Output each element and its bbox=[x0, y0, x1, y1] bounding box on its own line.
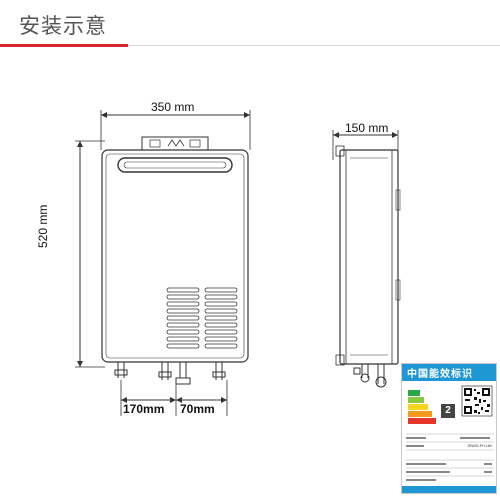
front-unit-body bbox=[101, 149, 249, 363]
energy-grade-number: 2 bbox=[441, 404, 455, 418]
bottom-left-spacing-label: 170mm bbox=[123, 402, 165, 416]
energy-label-header: 中国能效标识 bbox=[402, 364, 496, 381]
side-bottom-fittings bbox=[353, 364, 387, 388]
bottom-right-spacing-label: 70mm bbox=[180, 402, 215, 416]
front-width-label: 350 mm bbox=[151, 100, 195, 114]
qr-code-icon bbox=[461, 385, 493, 417]
energy-efficiency-label: 中国能效标识 bbox=[401, 363, 497, 494]
energy-grade-scale bbox=[408, 390, 436, 424]
energy-label-title: 中国能效标识 bbox=[407, 369, 473, 380]
title-divider bbox=[0, 45, 500, 46]
side-depth-label: 150 mm bbox=[345, 121, 389, 135]
energy-label-model: JSW32-PH-16K bbox=[467, 444, 492, 448]
page-title: 安装示意 bbox=[19, 14, 107, 38]
energy-label-footer bbox=[402, 486, 496, 493]
front-top-window bbox=[117, 157, 233, 173]
energy-label-graphics bbox=[406, 385, 494, 481]
side-unit-body bbox=[339, 149, 399, 365]
front-vent-grille bbox=[166, 287, 238, 349]
front-bottom-pipes bbox=[114, 362, 226, 385]
title-accent-bar bbox=[0, 44, 128, 47]
front-height-label: 520 mm bbox=[36, 204, 50, 248]
